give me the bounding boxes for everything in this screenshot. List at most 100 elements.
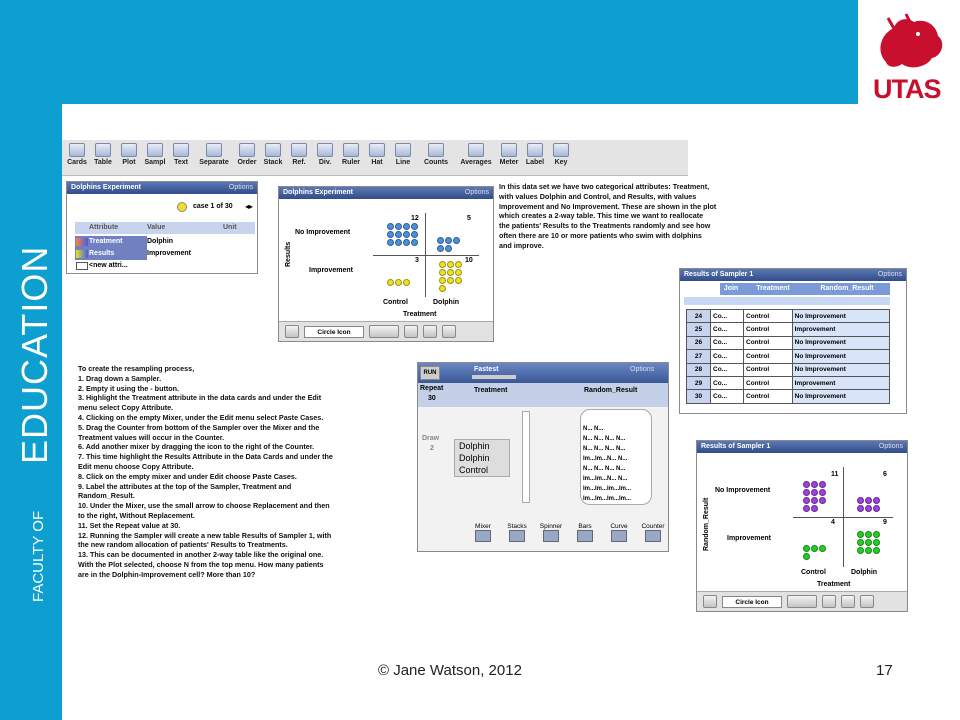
toolbar-button-counts[interactable]: Counts bbox=[418, 143, 454, 172]
desc-line: In this data set we have two categorical… bbox=[499, 182, 710, 191]
sampler-mixer[interactable]: N... N...N... N... N... N...N... N... N.… bbox=[580, 409, 652, 505]
plot1-options-button[interactable]: Options bbox=[464, 189, 489, 196]
plot1-dot bbox=[439, 269, 446, 276]
cards-options-button[interactable]: Options bbox=[228, 184, 253, 191]
results-options-button[interactable]: Options bbox=[877, 271, 902, 278]
sampler-options-button[interactable]: Options bbox=[630, 366, 655, 373]
sampler-col-treatment[interactable]: Treatment bbox=[474, 387, 508, 394]
sampler-window[interactable]: RUN Fastest Options Repeat 30 Treatment … bbox=[417, 362, 669, 552]
desc-line: with values Dolphin and Control, and Res… bbox=[499, 191, 697, 201]
case-counter: case 1 of 30 bbox=[193, 203, 233, 210]
toolbar-button-ruler[interactable]: Ruler bbox=[340, 143, 362, 172]
instr-line: the new random allocation of patients' R… bbox=[78, 540, 288, 550]
toolbar-table-icon bbox=[95, 143, 111, 157]
toolbar-text-icon bbox=[173, 143, 189, 157]
tool-counter[interactable]: Counter bbox=[638, 523, 668, 551]
toolbar-button-ref[interactable]: Ref. bbox=[288, 143, 310, 172]
plot1-back-button[interactable] bbox=[442, 325, 456, 338]
toolbar-button-key[interactable]: Key bbox=[550, 143, 572, 172]
toolbar-order-icon bbox=[239, 143, 255, 157]
case-arrows-icon[interactable]: ◂▸ bbox=[245, 202, 254, 211]
plot1-slider[interactable] bbox=[369, 325, 399, 338]
plot2-dot bbox=[811, 505, 818, 512]
plot2-dot bbox=[803, 489, 810, 496]
instr-line: 7. This time highlight the Results Attri… bbox=[78, 452, 333, 462]
toolbar-button-cards[interactable]: Cards bbox=[66, 143, 88, 172]
plot1-dot bbox=[411, 239, 418, 246]
toolbar-button-stack[interactable]: Stack bbox=[262, 143, 284, 172]
toolbar-button-plot[interactable]: Plot bbox=[118, 143, 140, 172]
spinner-icon bbox=[543, 530, 559, 542]
sampler-repeat-value[interactable]: 30 bbox=[428, 395, 436, 402]
list-item[interactable]: Dolphin bbox=[459, 441, 490, 451]
plot2-tool-button[interactable] bbox=[841, 595, 855, 608]
mixer-row: N... N... bbox=[583, 426, 604, 432]
sampler-speed-slider[interactable] bbox=[472, 375, 516, 379]
plot2-slider[interactable] bbox=[787, 595, 817, 608]
instr-line: 8. Click on the empty mixer and under Ed… bbox=[78, 471, 297, 481]
plot1-row-label-no: No Improvement bbox=[295, 229, 351, 236]
plot1-tool-button[interactable] bbox=[423, 325, 437, 338]
toolbar-button-averages[interactable]: Averages bbox=[458, 143, 494, 172]
plot1-arrow-button[interactable] bbox=[404, 325, 418, 338]
plot1-dot bbox=[439, 261, 446, 268]
toolbar-button-text[interactable]: Text bbox=[170, 143, 192, 172]
instr-line: With the Plot selected, choose N from th… bbox=[78, 559, 324, 569]
list-item[interactable]: Control bbox=[459, 465, 489, 475]
toolbar-button-meter[interactable]: Meter bbox=[498, 143, 520, 172]
tool-curve[interactable]: Curve bbox=[604, 523, 634, 551]
plot2-back-button[interactable] bbox=[860, 595, 874, 608]
plot2-count-0: 11 bbox=[831, 471, 839, 478]
toolbar-button-line[interactable]: Line bbox=[392, 143, 414, 172]
tool-mixer[interactable]: Mixer bbox=[468, 523, 498, 551]
toolbar-button-hat[interactable]: Hat bbox=[366, 143, 388, 172]
plot1-dot bbox=[447, 277, 454, 284]
plot1-refresh-button[interactable] bbox=[285, 325, 299, 338]
attr-row-new[interactable]: <new attri... bbox=[75, 260, 255, 272]
tool-stacks[interactable]: Stacks bbox=[502, 523, 532, 551]
toolbar-key-icon bbox=[553, 143, 569, 157]
plot2-dot bbox=[803, 505, 810, 512]
toolbar-button-separate[interactable]: Separate bbox=[196, 143, 232, 172]
plot2-arrow-button[interactable] bbox=[822, 595, 836, 608]
toolbar-button-sampl[interactable]: Sampl bbox=[144, 143, 166, 172]
plot2-refresh-button[interactable] bbox=[703, 595, 717, 608]
plot2-dot bbox=[819, 497, 826, 504]
attr-header: Attribute bbox=[89, 224, 119, 231]
plot1-icon-select[interactable]: Circle Icon bbox=[304, 325, 364, 338]
list-item[interactable]: Dolphin bbox=[459, 453, 490, 463]
plot2-dot bbox=[873, 531, 880, 538]
tool-spinner[interactable]: Spinner bbox=[536, 523, 566, 551]
plot2-row-label-imp: Improvement bbox=[727, 535, 771, 542]
plot1-dot bbox=[455, 269, 462, 276]
sampler-run-button[interactable]: RUN bbox=[420, 366, 440, 380]
toolbar-averages-icon bbox=[468, 143, 484, 157]
toolbar-button-order[interactable]: Order bbox=[236, 143, 258, 172]
toolbar-button-div[interactable]: Div. bbox=[314, 143, 336, 172]
plot2-options-button[interactable]: Options bbox=[878, 443, 903, 450]
instr-line: 6. Add another mixer by dragging the ico… bbox=[78, 442, 315, 452]
plot2-icon-select[interactable]: Circle Icon bbox=[722, 595, 782, 608]
faculty-label: FACULTY OF bbox=[30, 510, 47, 602]
toolbar-button-table[interactable]: Table bbox=[92, 143, 114, 172]
mixer-row: N... N... N... N... bbox=[583, 466, 626, 472]
tool-bars[interactable]: Bars bbox=[570, 523, 600, 551]
toolbar-button-label[interactable]: Label bbox=[524, 143, 546, 172]
sampler-col-random[interactable]: Random_Result bbox=[584, 387, 638, 394]
plot1-x-axis: Treatment bbox=[403, 311, 437, 318]
